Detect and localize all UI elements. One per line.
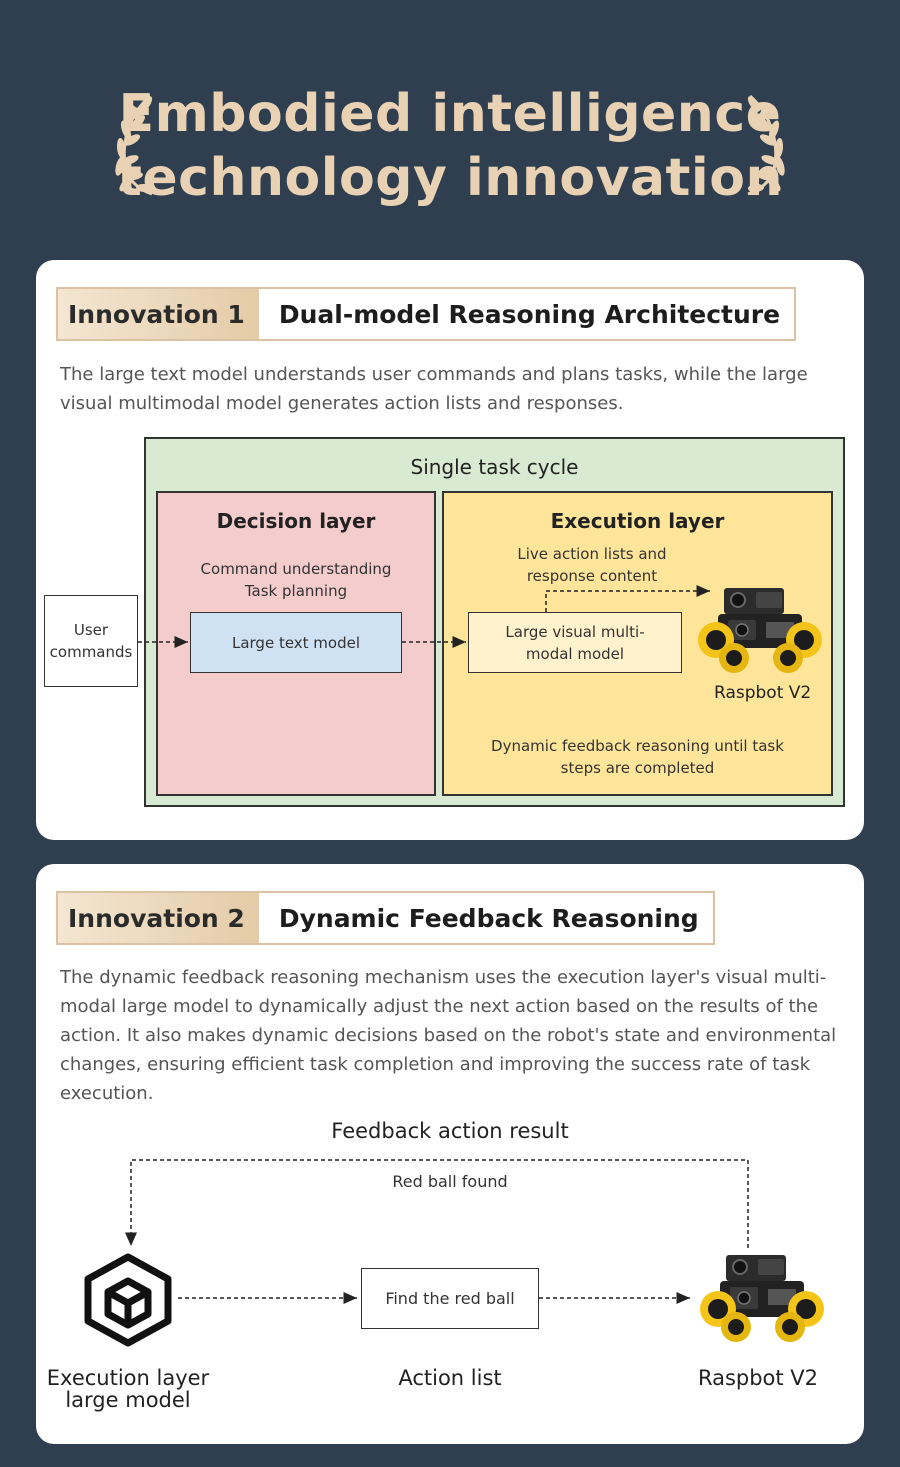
dual-model-diagram: Single task cycle Decision layer Command… <box>36 260 864 840</box>
feedback-action-title: Feedback action result <box>331 1119 569 1143</box>
innovation-2-number: Innovation 2 <box>58 893 259 943</box>
innovation-2-card: Innovation 2 Dynamic Feedback Reasoning … <box>36 864 864 1444</box>
raspbot-robot-icon <box>700 1255 824 1342</box>
user-commands-box: User commands <box>44 595 138 687</box>
innovation-1-card: Innovation 1 Dual-model Reasoning Archit… <box>36 260 864 840</box>
page-title: Embodied intelligence technology innovat… <box>0 82 900 210</box>
raspbot-label-2: Raspbot V2 <box>697 1366 819 1390</box>
diagram-1-arrows <box>138 585 710 648</box>
cube-model-icon <box>84 1253 172 1347</box>
arrow-visual-model-to-robot <box>545 585 710 612</box>
raspbot-label: Raspbot V2 <box>714 683 812 703</box>
execution-layer-text: Live action lists and response content <box>517 545 667 585</box>
hero-header: Embodied intelligence technology innovat… <box>0 0 900 250</box>
decision-layer-title: Decision layer <box>216 509 376 533</box>
cycle-title: Single task cycle <box>410 455 579 479</box>
innovation-2-badge: Innovation 2 Dynamic Feedback Reasoning <box>56 891 715 945</box>
innovation-1-title: Dual-model Reasoning Architecture <box>258 289 795 339</box>
action-list-label: Action list <box>398 1366 502 1390</box>
decision-layer-text: Command understanding Task planning <box>200 560 392 600</box>
innovation-1-number: Innovation 1 <box>58 289 259 339</box>
feedback-result-text: Red ball found <box>392 1172 508 1191</box>
execution-model-label: Execution layer large model <box>46 1366 210 1412</box>
title-line-1: Embodied intelligence <box>118 84 782 144</box>
laurel-right-icon <box>747 94 785 196</box>
large-visual-model-box: Large visual multi- modal model <box>468 612 682 673</box>
execution-layer-title: Execution layer <box>550 509 725 533</box>
innovation-1-description: The large text model understands user co… <box>60 364 808 414</box>
find-red-ball-box: Find the red ball <box>361 1268 539 1329</box>
raspbot-robot-icon <box>698 588 822 673</box>
diagram-2-arrows <box>125 1159 749 1304</box>
title-line-2: technology innovation <box>117 148 783 208</box>
dynamic-feedback-text: Dynamic feedback reasoning until task st… <box>491 737 784 777</box>
innovation-2-title: Dynamic Feedback Reasoning <box>258 893 713 943</box>
innovation-2-description: The dynamic feedback reasoning mechanism… <box>60 967 837 1104</box>
laurel-left-icon <box>115 94 153 196</box>
innovation-1-badge: Innovation 1 Dual-model Reasoning Archit… <box>56 287 797 341</box>
arrow-feedback-loop <box>125 1159 749 1248</box>
large-text-model-box: Large text model <box>190 612 402 673</box>
